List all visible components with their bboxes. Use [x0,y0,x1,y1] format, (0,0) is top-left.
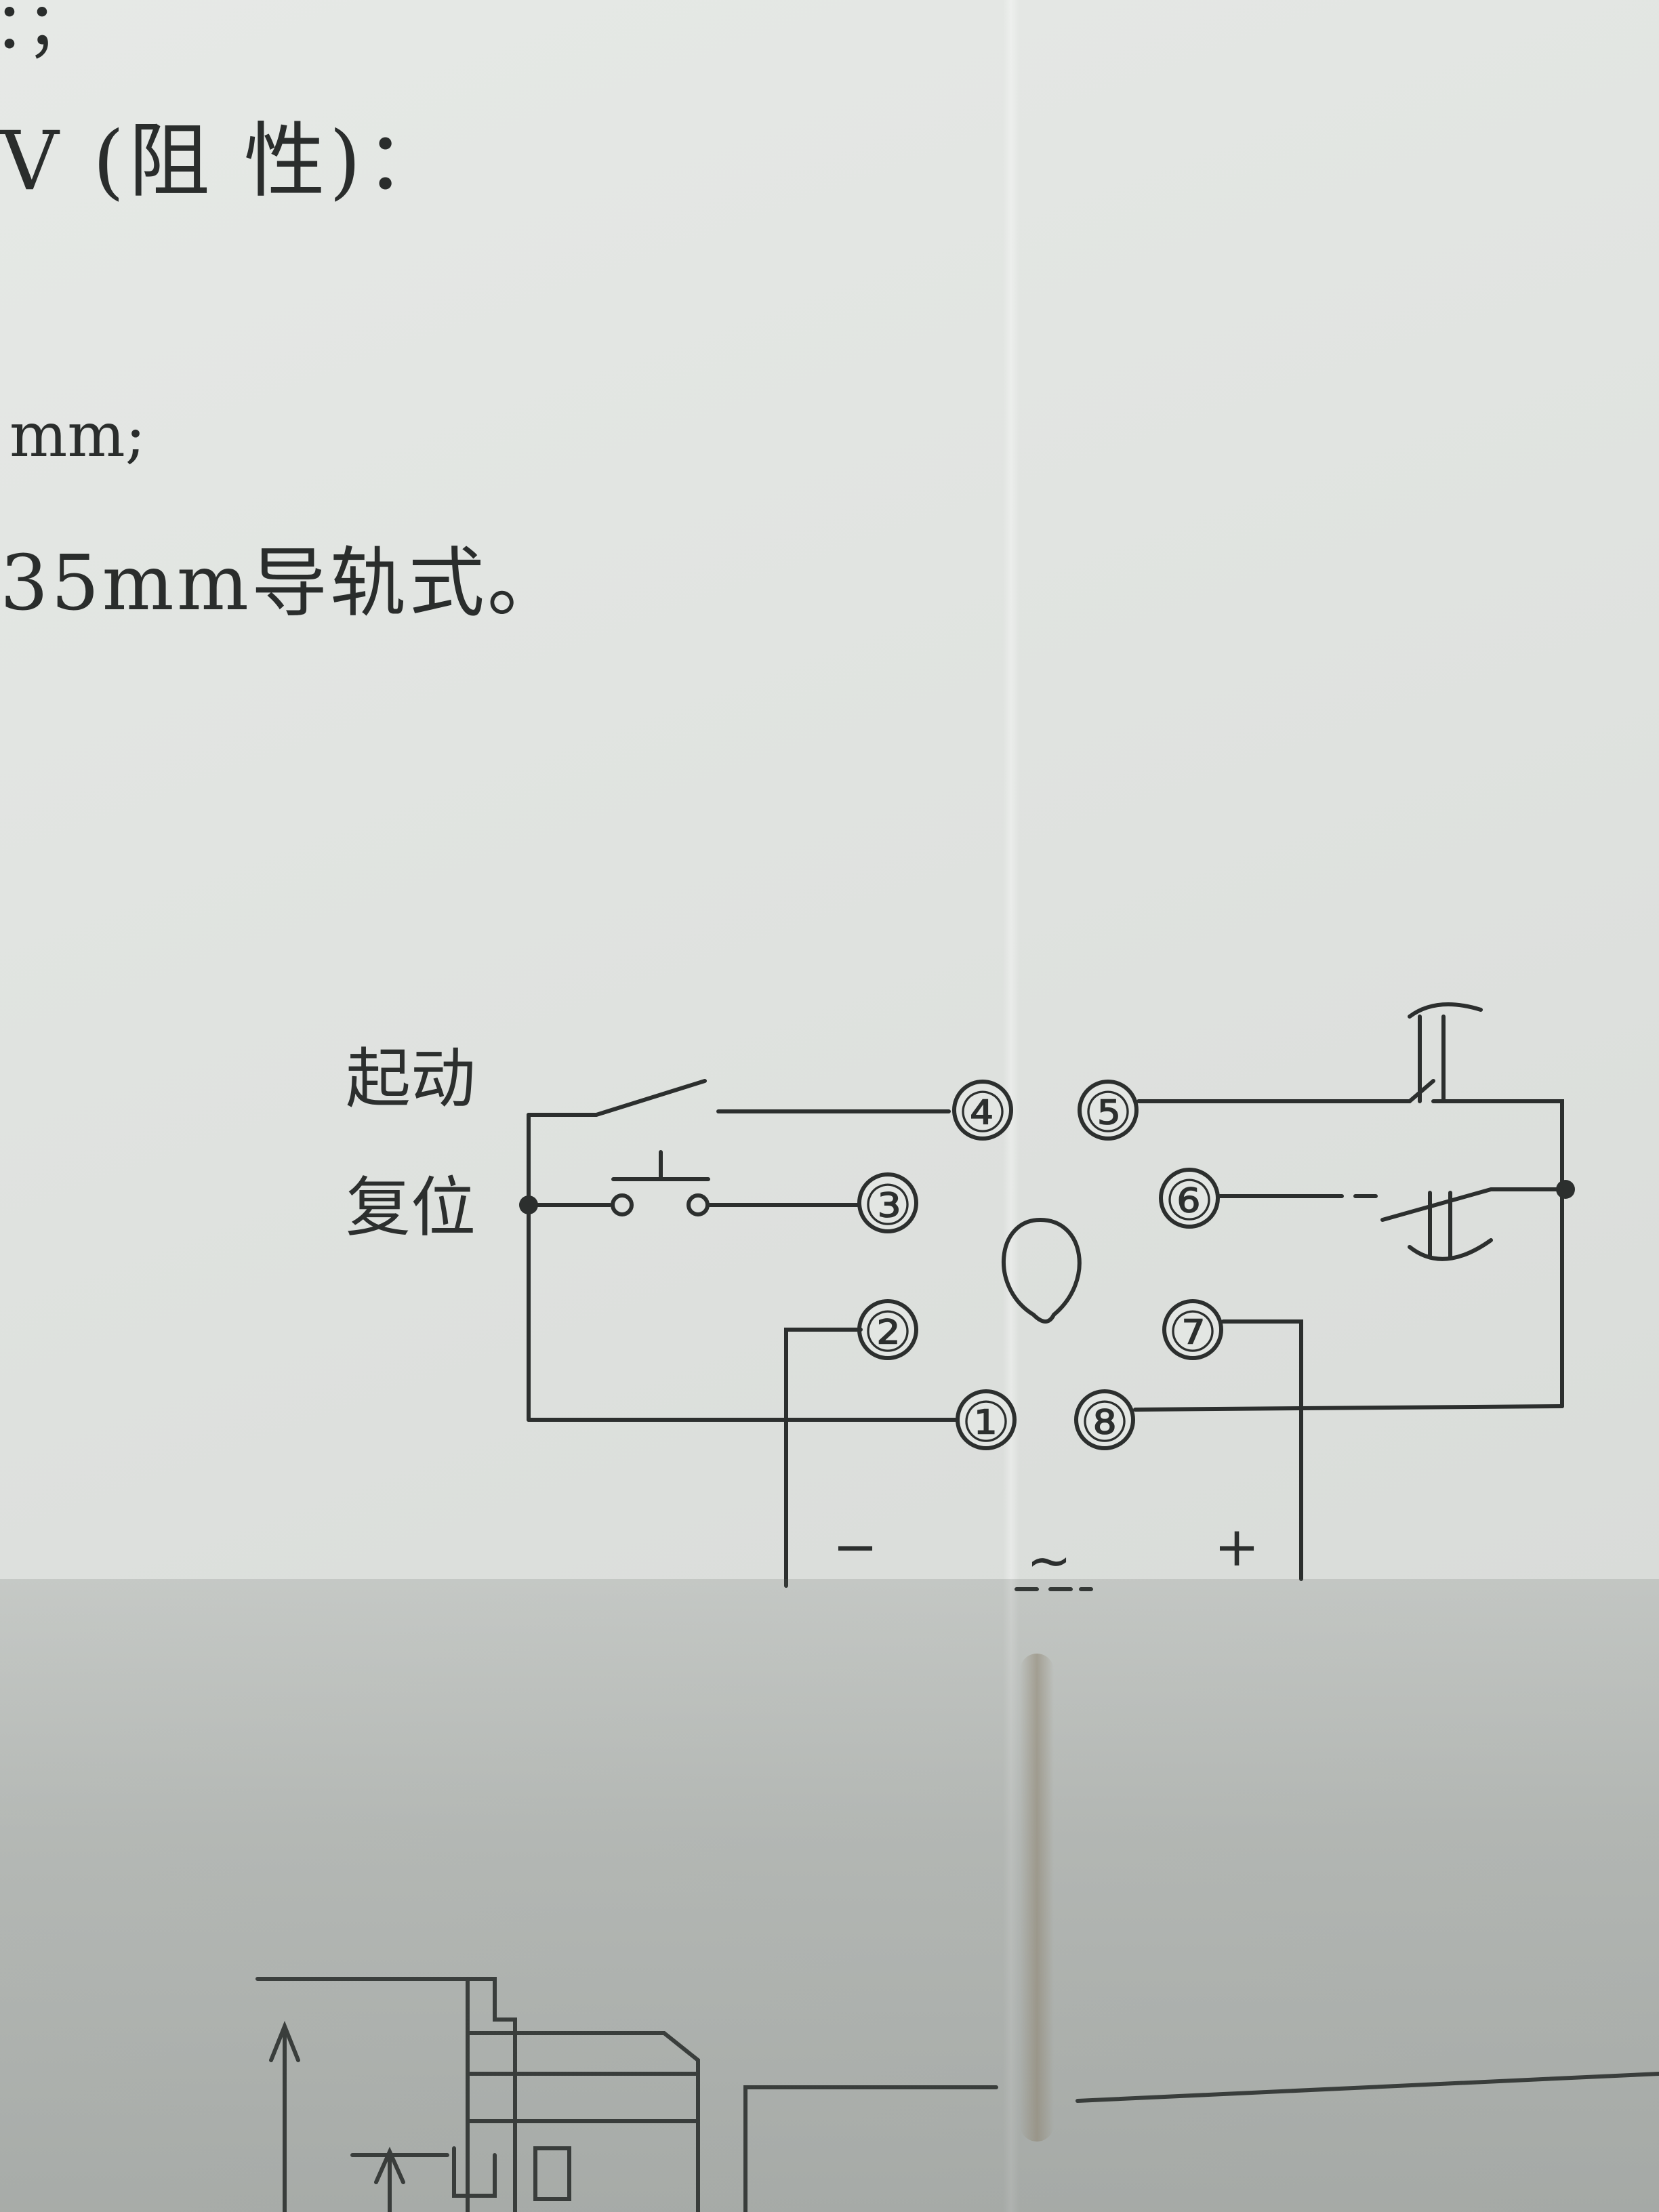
text-line-mm: mm; [9,400,146,471]
svg-text:⑦: ⑦ [1168,1300,1218,1365]
outline-drawing-detail [466,2072,700,2123]
upper-contact-stem [1418,1015,1446,1103]
svg-text:⑥: ⑥ [1164,1169,1214,1233]
text-line-top: ：； [0,0,91,64]
outline-drawing-body [466,1977,700,2212]
minus-label: − [832,1515,878,1578]
wire-from-terminal-7 [1221,1319,1303,1581]
reset-label: 复位 [346,1170,476,1246]
lower-contact-stem [1428,1191,1452,1259]
upper-contact-hook [1408,1002,1483,1019]
socket-key-icon [1002,1217,1082,1324]
terminal-4: ④ [952,1080,1013,1145]
right-bus-wire [1431,1099,1564,1408]
terminal-3: ③ [857,1172,918,1238]
dimension-arrow-left [269,2020,300,2212]
text-line-resistive: V (阻 性)： [0,115,451,209]
terminal-7: ⑦ [1162,1299,1223,1365]
svg-text:⑤: ⑤ [1083,1081,1133,1145]
paper-crease [1020,1654,1054,2142]
dimension-arrow-bottom [350,2146,449,2212]
svg-text:⑧: ⑧ [1080,1391,1130,1455]
outline-drawing-left [255,1977,517,2212]
outline-drawing-right [743,2072,1659,2212]
reset-contact-left [611,1193,634,1216]
svg-text:②: ② [863,1300,913,1365]
outline-drawing-pins [452,2146,571,2201]
ac-label: ∼ [1026,1529,1071,1592]
terminal-1: ① [956,1389,1017,1455]
right-junction-dot [1556,1180,1575,1199]
plus-label: + [1214,1515,1259,1578]
terminal-8: ⑧ [1074,1389,1135,1455]
terminal-6: ⑥ [1159,1168,1220,1233]
start-switch [527,1079,707,1117]
svg-text:③: ③ [863,1174,913,1238]
lower-contact-blade [1380,1187,1564,1222]
reset-push-button [611,1150,710,1181]
terminal-5: ⑤ [1078,1080,1139,1145]
reset-contact-right [687,1193,710,1216]
terminal-2: ② [857,1299,918,1365]
wire-from-terminal-5 [1136,1079,1435,1103]
text-line-rail-mount: 35mm导轨式。 [0,539,566,628]
svg-text:①: ① [961,1391,1011,1455]
photo-shadow [0,1579,1659,2212]
lower-contact-hook [1408,1238,1493,1261]
start-label: 起动 [346,1041,476,1117]
wire-from-terminal-8 [1133,1404,1564,1412]
wire-from-terminal-2 [784,1328,863,1588]
svg-text:④: ④ [958,1081,1008,1145]
